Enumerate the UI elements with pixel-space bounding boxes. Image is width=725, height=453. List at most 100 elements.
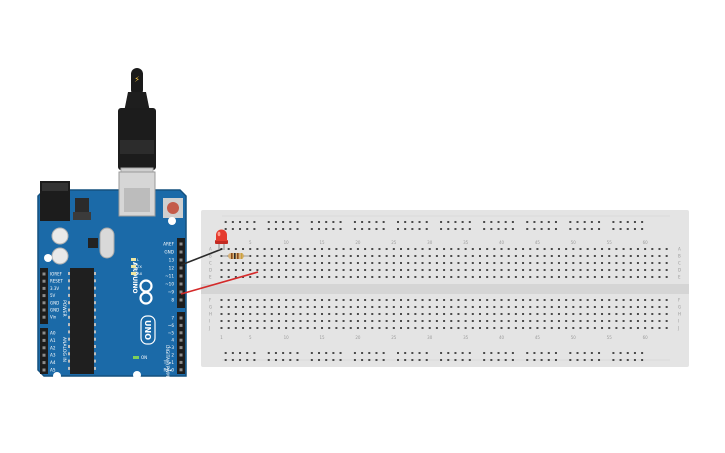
strip-hole[interactable] [593, 327, 596, 329]
strip-hole[interactable] [364, 327, 367, 329]
strip-hole[interactable] [414, 313, 417, 315]
strip-hole[interactable] [550, 248, 553, 250]
strip-hole[interactable] [457, 327, 460, 329]
rail-hole[interactable] [325, 221, 328, 223]
strip-hole[interactable] [522, 320, 525, 322]
strip-hole[interactable] [364, 269, 367, 271]
strip-hole[interactable] [572, 248, 575, 250]
rail-hole[interactable] [533, 359, 536, 361]
rail-hole[interactable] [253, 221, 256, 223]
strip-hole[interactable] [242, 262, 245, 264]
strip-hole[interactable] [292, 327, 295, 329]
strip-hole[interactable] [256, 299, 259, 301]
strip-hole[interactable] [543, 262, 546, 264]
strip-hole[interactable] [414, 306, 417, 308]
strip-hole[interactable] [601, 262, 604, 264]
rail-hole[interactable] [633, 352, 636, 354]
strip-hole[interactable] [234, 299, 237, 301]
strip-hole[interactable] [313, 327, 316, 329]
strip-hole[interactable] [335, 327, 338, 329]
strip-hole[interactable] [277, 327, 280, 329]
strip-hole[interactable] [450, 255, 453, 257]
strip-hole[interactable] [270, 313, 273, 315]
strip-hole[interactable] [385, 313, 388, 315]
strip-hole[interactable] [615, 306, 618, 308]
rail-hole[interactable] [590, 359, 593, 361]
strip-hole[interactable] [299, 276, 302, 278]
strip-hole[interactable] [557, 320, 560, 322]
strip-hole[interactable] [256, 306, 259, 308]
strip-hole[interactable] [407, 327, 410, 329]
strip-hole[interactable] [400, 327, 402, 329]
strip-hole[interactable] [450, 276, 453, 278]
rail-hole[interactable] [598, 228, 601, 230]
strip-hole[interactable] [299, 320, 302, 322]
strip-hole[interactable] [227, 327, 230, 329]
strip-hole[interactable] [292, 313, 295, 315]
strip-hole[interactable] [220, 269, 223, 271]
rail-hole[interactable] [382, 359, 385, 361]
strip-hole[interactable] [500, 299, 503, 301]
strip-hole[interactable] [356, 255, 359, 257]
rail-hole[interactable] [447, 359, 450, 361]
strip-hole[interactable] [356, 313, 359, 315]
rail-hole[interactable] [274, 359, 277, 361]
strip-hole[interactable] [522, 262, 525, 264]
strip-hole[interactable] [557, 299, 560, 301]
strip-hole[interactable] [665, 269, 668, 271]
red-wire[interactable] [180, 271, 259, 295]
strip-hole[interactable] [464, 320, 467, 322]
strip-hole[interactable] [464, 276, 467, 278]
strip-hole[interactable] [500, 248, 503, 250]
strip-hole[interactable] [536, 269, 539, 271]
rail-hole[interactable] [483, 228, 486, 230]
strip-hole[interactable] [407, 306, 410, 308]
strip-hole[interactable] [342, 313, 345, 315]
strip-hole[interactable] [579, 306, 582, 308]
strip-hole[interactable] [342, 255, 345, 257]
strip-hole[interactable] [249, 306, 252, 308]
strip-hole[interactable] [507, 276, 510, 278]
strip-hole[interactable] [378, 248, 381, 250]
strip-hole[interactable] [615, 269, 618, 271]
strip-hole[interactable] [557, 313, 560, 315]
reset-button[interactable] [167, 202, 179, 214]
strip-hole[interactable] [400, 276, 402, 278]
strip-hole[interactable] [486, 276, 489, 278]
strip-hole[interactable] [356, 320, 359, 322]
rail-hole[interactable] [418, 352, 421, 354]
strip-hole[interactable] [270, 269, 273, 271]
strip-hole[interactable] [234, 276, 237, 278]
rail-hole[interactable] [598, 221, 601, 223]
rail-hole[interactable] [224, 352, 227, 354]
strip-hole[interactable] [364, 262, 367, 264]
strip-hole[interactable] [335, 313, 338, 315]
strip-hole[interactable] [220, 327, 223, 329]
strip-hole[interactable] [478, 255, 481, 257]
rail-hole[interactable] [554, 359, 557, 361]
strip-hole[interactable] [644, 248, 647, 250]
strip-hole[interactable] [342, 262, 345, 264]
rail-hole[interactable] [325, 228, 328, 230]
strip-hole[interactable] [292, 269, 295, 271]
strip-hole[interactable] [349, 306, 352, 308]
strip-hole[interactable] [665, 313, 668, 315]
strip-hole[interactable] [414, 262, 417, 264]
strip-hole[interactable] [565, 262, 568, 264]
rail-hole[interactable] [619, 359, 622, 361]
strip-hole[interactable] [500, 276, 503, 278]
strip-hole[interactable] [536, 255, 539, 257]
strip-hole[interactable] [378, 306, 381, 308]
strip-hole[interactable] [371, 276, 374, 278]
strip-hole[interactable] [608, 320, 611, 322]
strip-hole[interactable] [227, 276, 230, 278]
strip-hole[interactable] [658, 299, 661, 301]
strip-hole[interactable] [636, 306, 639, 308]
strip-hole[interactable] [608, 262, 611, 264]
strip-hole[interactable] [514, 327, 517, 329]
strip-hole[interactable] [421, 299, 424, 301]
rail-hole[interactable] [267, 228, 270, 230]
strip-hole[interactable] [227, 269, 230, 271]
strip-hole[interactable] [593, 269, 596, 271]
strip-hole[interactable] [550, 306, 553, 308]
